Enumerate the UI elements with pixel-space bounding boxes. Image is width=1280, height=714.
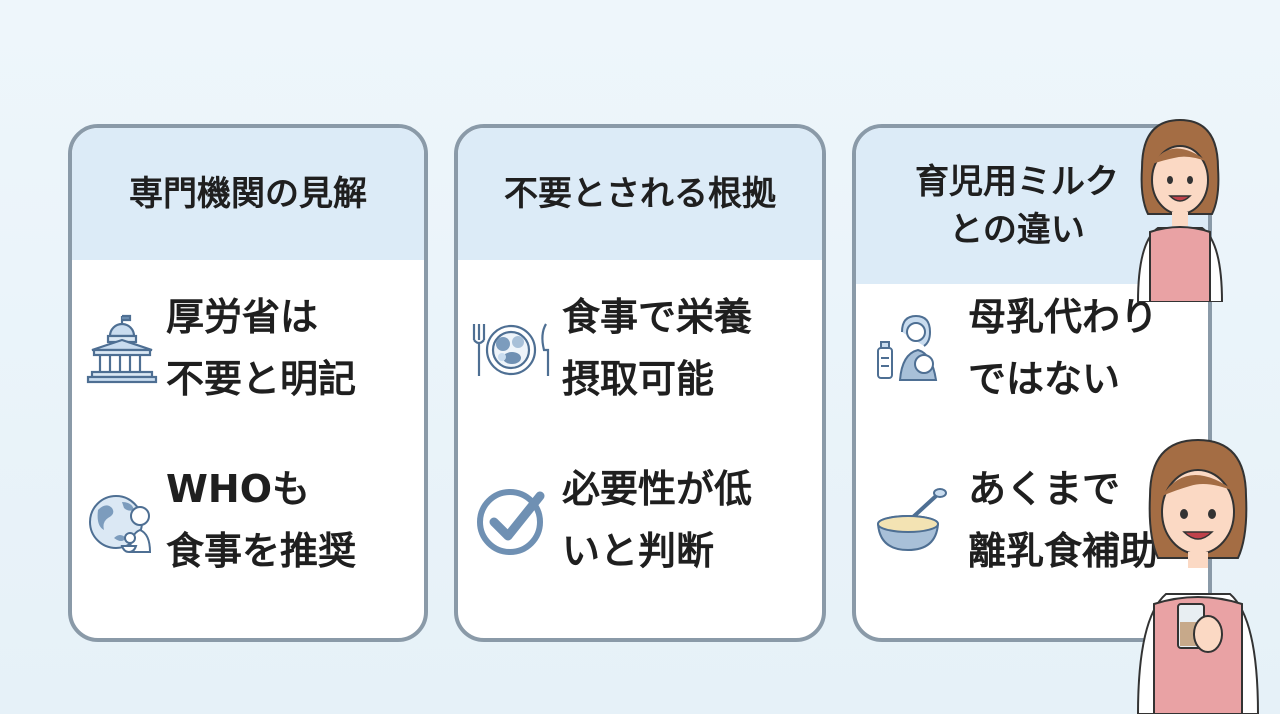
woman-apron-illustration-top xyxy=(1136,118,1224,302)
card-difference: 育児用ミルク との違い 母乳代わり ではない xyxy=(852,124,1212,642)
item-line: あくまで xyxy=(968,467,1121,511)
woman-holding-cup-illustration xyxy=(1136,438,1260,714)
item-line: ではない xyxy=(968,357,1121,401)
item-line: 母乳代わり xyxy=(968,295,1159,339)
card-title: 不要とされる根拠 xyxy=(458,128,822,260)
mother-baby-bottle-icon xyxy=(877,314,938,381)
item-line: いと判断 xyxy=(562,529,715,573)
checkmark-circle-icon xyxy=(477,489,545,555)
list-item: あくまで 離乳食補助 xyxy=(856,458,1208,582)
item-line: 食事で栄養 xyxy=(562,295,753,339)
baby-food-bowl-icon xyxy=(877,488,947,552)
card-title-line: との違い xyxy=(949,210,1085,250)
list-item: WHOも 食事を推奨 xyxy=(72,458,424,582)
globe-mother-child-icon xyxy=(89,495,152,554)
item-line: WHOも xyxy=(166,467,311,511)
item-line: 摂取可能 xyxy=(562,357,715,401)
meal-plate-icon xyxy=(472,323,550,376)
list-item: 母乳代わり ではない xyxy=(856,286,1208,410)
item-line: 不要と明記 xyxy=(166,357,357,401)
card-expert-views: 専門機関の見解 厚労省は 不要と明記 xyxy=(68,124,428,642)
item-line: 厚労省は xyxy=(166,295,319,339)
government-building-icon xyxy=(86,314,158,384)
item-line: 必要性が低 xyxy=(562,467,753,511)
list-item: 必要性が低 いと判断 xyxy=(458,458,822,582)
item-line: 食事を推奨 xyxy=(166,529,357,573)
card-reasons: 不要とされる根拠 食事で栄養 摂取可能 必要性が低 xyxy=(454,124,826,642)
card-title: 専門機関の見解 xyxy=(72,128,424,260)
item-line: 離乳食補助 xyxy=(968,529,1159,573)
card-title-line: 育児用ミルク xyxy=(915,162,1119,202)
list-item: 厚労省は 不要と明記 xyxy=(72,286,424,410)
list-item: 食事で栄養 摂取可能 xyxy=(458,286,822,410)
